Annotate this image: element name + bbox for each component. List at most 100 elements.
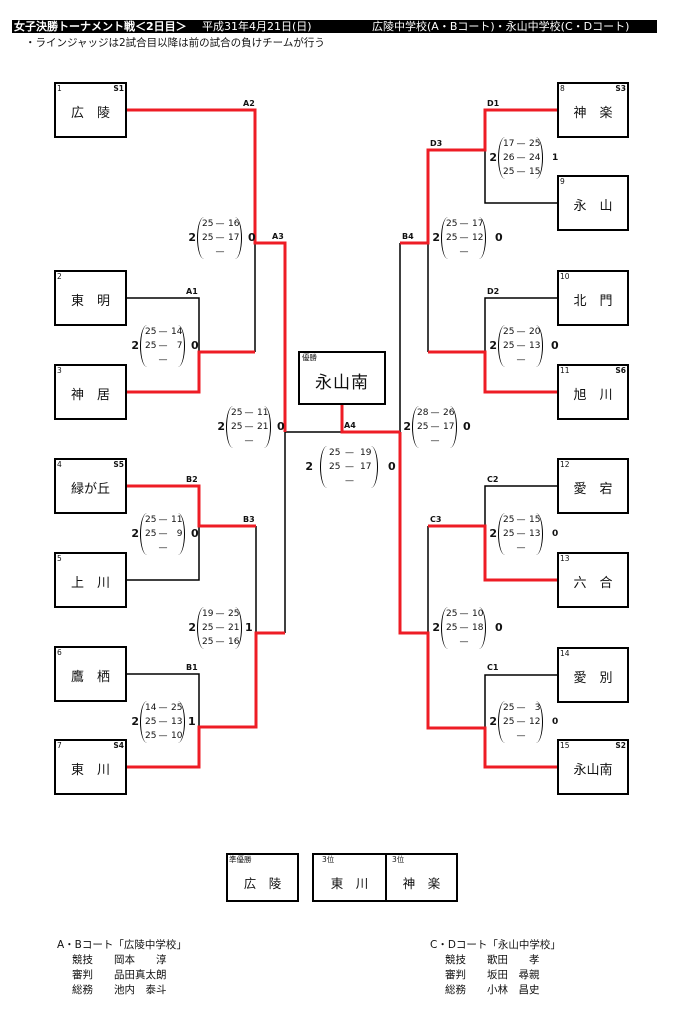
score-separator: —: [215, 623, 225, 633]
team-box: 12 愛 宕: [557, 458, 629, 514]
set-row: —: [413, 434, 456, 448]
set-score-a: 25: [503, 515, 515, 525]
set-score-a: 25: [202, 637, 214, 647]
team-box: 13 六 合: [557, 552, 629, 608]
set-score-a: 25: [503, 167, 515, 177]
set-row: 26—24: [499, 151, 542, 165]
set-score-a: [327, 474, 341, 488]
set-score-b: 26: [443, 408, 455, 418]
score-separator: —: [516, 153, 526, 163]
score-d1: 2 17—25 26—24 25—15 1: [489, 137, 558, 179]
set-score-b: 7: [176, 341, 183, 351]
set-score-b: 19: [360, 448, 372, 458]
set-row: 25—11: [141, 513, 184, 527]
set-score-a: 28: [417, 408, 429, 418]
official-row: 審判品田真太朗: [57, 968, 187, 983]
match-label-c3: C3: [430, 515, 442, 524]
set-score-a: 25: [145, 327, 157, 337]
set-score-b: 9: [176, 529, 183, 539]
set-score-a: 25: [503, 703, 515, 713]
set-row: 25—21: [227, 420, 270, 434]
third-place-label: 3位: [322, 855, 335, 864]
set-score-a: [200, 245, 214, 259]
set-score-a: 25: [503, 341, 515, 351]
bracket-line-atago: [484, 485, 557, 526]
team-number: 4: [57, 460, 62, 469]
set-row: 25—13: [141, 715, 184, 729]
team-name: 永山南: [573, 763, 613, 778]
official-role: 競技: [445, 954, 466, 966]
set-score-b: 11: [171, 515, 183, 525]
score-separator: —: [516, 515, 526, 525]
score-separator: —: [215, 637, 225, 647]
set-row: 25—17: [413, 420, 456, 434]
set-score-b: 13: [171, 717, 183, 727]
set-row: —: [141, 353, 184, 367]
runner-up-box: 準優勝 広 陵: [226, 853, 299, 902]
sets-won-right: 0: [495, 231, 503, 244]
score-a3: 2 25—11 25—21 — 0: [217, 406, 285, 448]
set-score-a: 17: [503, 139, 515, 149]
team-number: 11: [560, 366, 570, 375]
set-score-b: 11: [257, 408, 269, 418]
set-row: —: [227, 434, 270, 448]
team-box: 1 S1 広 陵: [54, 82, 127, 138]
score-separator: —: [516, 355, 526, 365]
set-score-a: 19: [202, 609, 214, 619]
set-row: 25—3: [499, 701, 542, 715]
set-row: —: [499, 353, 542, 367]
set-score-a: 25: [145, 529, 157, 539]
official-name: 小林 昌史: [487, 984, 540, 996]
set-scores: 25—3 25—12 —: [498, 701, 543, 743]
sets-won-right: 0: [552, 717, 559, 727]
champion-label: 優勝: [302, 353, 317, 362]
score-separator: —: [215, 247, 225, 257]
seed-badge: S4: [113, 741, 124, 750]
match-label-a2: A2: [243, 99, 255, 108]
third-place-name: 東 川: [330, 876, 369, 891]
set-score-b: [359, 474, 372, 488]
score-separator: —: [158, 341, 168, 351]
score-separator: —: [516, 731, 526, 741]
line-judge-note: ・ラインジャッジは2試合目以降は前の試合の負けチームが行う: [25, 37, 325, 49]
score-c2: 2 25—15 25—13 — 0: [489, 513, 558, 555]
match-label-c1: C1: [487, 663, 499, 672]
score-separator: —: [345, 448, 354, 458]
team-number: 2: [57, 272, 62, 281]
sets-won-right: 0: [191, 527, 199, 540]
set-score-b: 12: [472, 233, 484, 243]
team-number: 3: [57, 366, 62, 375]
winner-path-asahikawa: [428, 350, 557, 394]
winner-path-kagura: [400, 108, 557, 245]
set-score-b: 25: [529, 139, 541, 149]
bracket-line-toumei: [127, 297, 200, 352]
team-number: 12: [560, 460, 570, 469]
set-score-a: [444, 635, 458, 649]
set-score-a: 25: [231, 408, 243, 418]
official-name: 歌田 孝: [487, 954, 540, 966]
set-score-b: [471, 635, 484, 649]
set-row: —: [321, 474, 377, 488]
set-score-a: 25: [145, 515, 157, 525]
score-separator: —: [158, 543, 168, 553]
set-row: 25—9: [141, 527, 184, 541]
sets-won-right: 0: [191, 339, 199, 352]
set-row: 14—25: [141, 701, 184, 715]
sets-won-left: 2: [403, 420, 411, 433]
set-scores: 25—19 25—17 —: [320, 446, 378, 488]
team-name: 永 山: [573, 199, 613, 214]
score-b1: 2 14—25 25—13 25—10 1: [131, 701, 196, 743]
set-row: 25—15: [499, 513, 542, 527]
set-row: 17—25: [499, 137, 542, 151]
set-score-b: [442, 434, 455, 448]
set-score-b: [256, 434, 269, 448]
set-score-a: 25: [446, 219, 458, 229]
score-separator: —: [459, 247, 469, 257]
score-separator: —: [244, 408, 254, 418]
officials-title: A・Bコート「広陵中学校」: [57, 939, 187, 951]
official-row: 総務小林 昌史: [430, 983, 561, 998]
sets-won-left: 2: [432, 621, 440, 634]
team-box: 15 S2 永山南: [557, 739, 629, 795]
match-label-b2: B2: [186, 475, 198, 484]
